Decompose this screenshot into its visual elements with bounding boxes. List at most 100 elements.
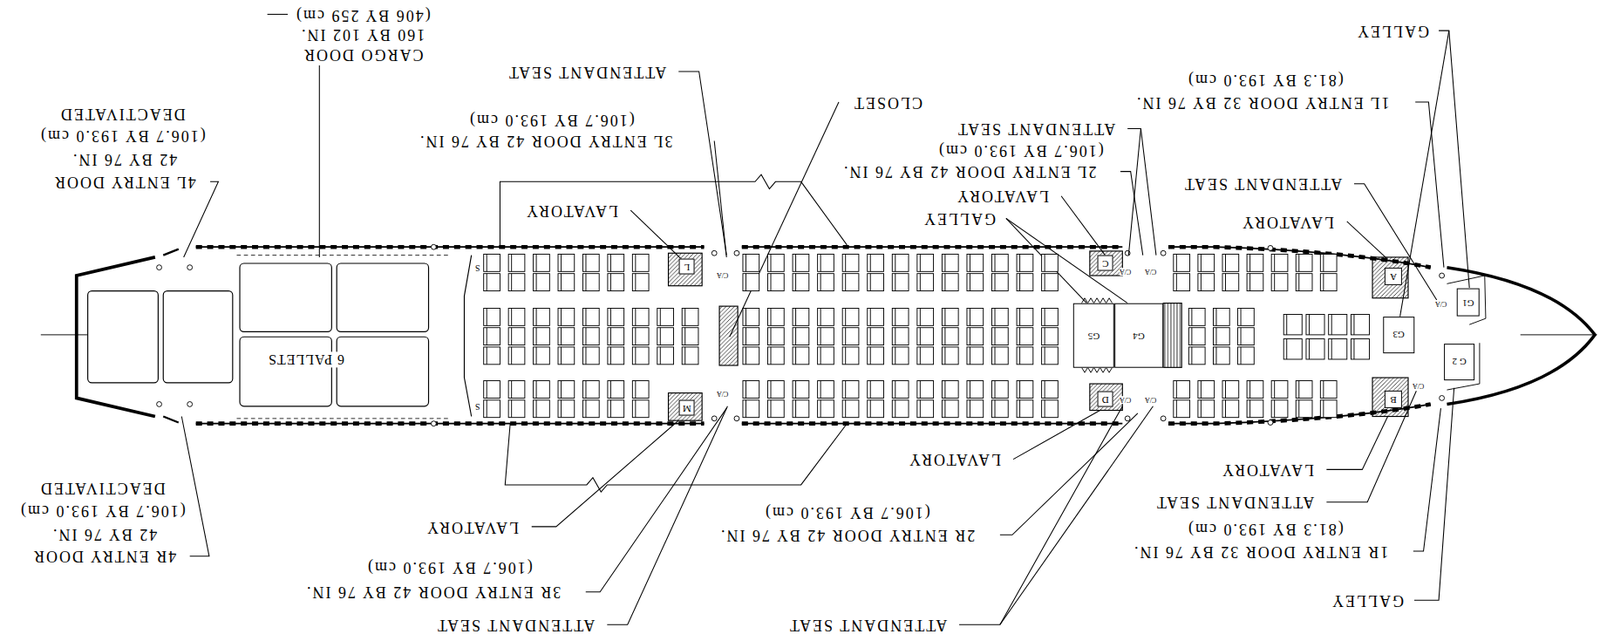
- seat-back: [870, 253, 872, 272]
- passenger-seat: [533, 273, 551, 292]
- callout-label: LAVATORY: [907, 449, 1001, 469]
- callout-label: 1L ENTRY DOOR 32 BY 76 IN.: [1135, 93, 1390, 112]
- seat-back: [844, 307, 846, 326]
- passenger-seat: [891, 307, 909, 326]
- passenger-seat: [1238, 327, 1255, 346]
- passenger-seat: [867, 347, 885, 365]
- passenger-seat: [1295, 381, 1313, 399]
- passenger-seat: [1320, 400, 1337, 418]
- passenger-seat: [681, 327, 699, 346]
- passenger-seat: [657, 307, 675, 326]
- seat-back: [870, 381, 872, 399]
- passenger-seat: [941, 327, 959, 346]
- passenger-seat: [842, 273, 859, 292]
- passenger-seat: [1320, 273, 1337, 292]
- seat-back: [1176, 273, 1178, 292]
- passenger-seat: [792, 253, 810, 272]
- callout-label: (406 BY 259 cm): [294, 6, 431, 25]
- passenger-seat: [483, 400, 501, 418]
- callout-label: LAVATORY: [1240, 212, 1335, 232]
- passenger-seat: [867, 253, 885, 272]
- seat-back: [969, 381, 971, 399]
- passenger-seat: [1188, 307, 1206, 326]
- passenger-seat: [483, 347, 501, 365]
- seat-back: [745, 381, 747, 399]
- seat-back: [820, 400, 822, 418]
- passenger-seat: [1016, 327, 1034, 346]
- marker-text: C/A: [1119, 395, 1131, 404]
- passenger-seat: [558, 381, 575, 399]
- passenger-seat: [632, 347, 649, 365]
- seat-back: [634, 253, 636, 272]
- seat-back: [1019, 273, 1021, 292]
- seat-back: [1191, 307, 1192, 326]
- seat-back: [870, 307, 872, 326]
- passenger-seat: [941, 253, 959, 272]
- callout-label: 42 BY 76 IN.: [71, 149, 178, 169]
- seat-back: [745, 253, 747, 272]
- passenger-seat: [891, 253, 909, 272]
- seat-back: [1249, 253, 1251, 272]
- seat-back: [536, 347, 538, 365]
- box-label: G5: [1088, 330, 1100, 341]
- seat-back: [820, 273, 822, 292]
- seat-back: [536, 400, 538, 418]
- passenger-seat: [632, 253, 649, 272]
- callout-label: ATTENDANT SEAT: [507, 62, 667, 82]
- seat-back: [795, 381, 797, 399]
- seat-back: [1215, 347, 1217, 365]
- door-marker: [156, 244, 1445, 426]
- passenger-seat: [1016, 253, 1034, 272]
- seat-back: [486, 327, 488, 346]
- seat-back: [1200, 273, 1202, 292]
- passenger-seat: [1320, 381, 1337, 399]
- seat-back: [795, 253, 797, 272]
- seat-back: [560, 327, 562, 346]
- passenger-seat: [1238, 347, 1255, 365]
- passenger-seat: [632, 327, 649, 346]
- seat-back: [745, 347, 747, 365]
- passenger-seat: [817, 327, 835, 346]
- seat-back: [894, 253, 896, 272]
- seat-back: [536, 307, 538, 326]
- seat-back: [610, 273, 612, 292]
- seat-back: [585, 273, 586, 292]
- passenger-seat: [742, 253, 760, 272]
- seat-back: [660, 327, 661, 346]
- passenger-seat: [533, 307, 551, 326]
- marker-text: C/A: [1144, 267, 1157, 276]
- passenger-seat: [941, 307, 959, 326]
- passenger-seat: [768, 273, 785, 292]
- seat-back: [844, 273, 846, 292]
- passenger-seat: [917, 347, 934, 365]
- callout-label: CLOSET: [852, 93, 923, 112]
- passenger-seat: [508, 400, 525, 418]
- seat-back: [1176, 253, 1178, 272]
- passenger-seat: [917, 273, 934, 292]
- seat-back: [919, 327, 921, 346]
- seat-back: [820, 381, 822, 399]
- seat-back: [1240, 347, 1242, 365]
- marker-text: C/A: [716, 271, 729, 280]
- passenger-seat: [1041, 381, 1059, 399]
- seat-back: [634, 273, 636, 292]
- seat-back: [1240, 307, 1242, 326]
- seat-back: [919, 347, 921, 365]
- seat-back: [1308, 313, 1310, 334]
- seat-back: [770, 273, 772, 292]
- passenger-seat: [558, 273, 575, 292]
- seat-back: [870, 327, 872, 346]
- passenger-seat: [1041, 400, 1059, 418]
- callout-label: 3L ENTRY DOOR 42 BY 76 IN.: [418, 131, 674, 150]
- seat-back: [994, 273, 996, 292]
- passenger-seat: [966, 327, 984, 346]
- seat-back: [770, 347, 772, 365]
- callout-label: (81.3 BY 193.0 cm): [1186, 70, 1344, 89]
- passenger-seat: [1041, 273, 1059, 292]
- galley-box: G1: [1457, 288, 1480, 317]
- seat-back: [1019, 327, 1021, 346]
- fuselage-wall: [76, 246, 1595, 423]
- seat-back: [510, 273, 512, 292]
- passenger-seat: [607, 347, 625, 365]
